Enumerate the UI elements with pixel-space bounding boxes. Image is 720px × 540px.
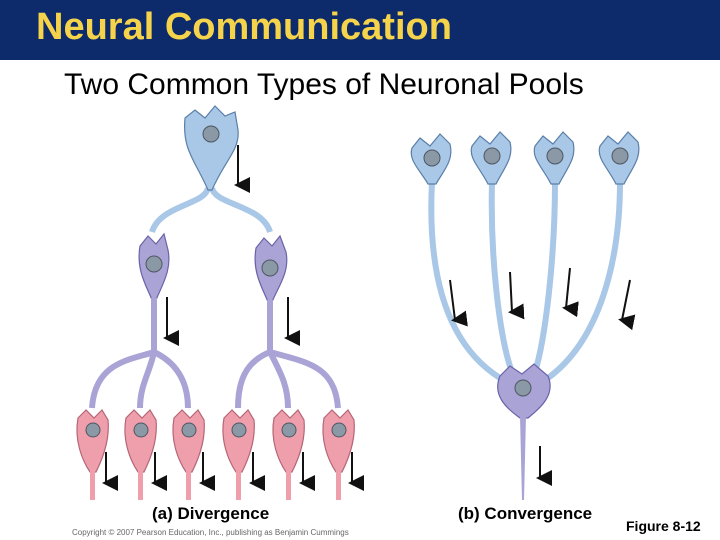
divergence-branch — [235, 349, 272, 409]
convergence-axon — [532, 181, 558, 373]
input-neuron — [470, 131, 512, 185]
convergence-axon — [428, 181, 502, 381]
pink-neuron — [322, 409, 355, 500]
divergence-branch — [89, 349, 155, 409]
divergence-branch — [267, 350, 291, 409]
neuronal-pools-diagram — [76, 105, 640, 500]
pink-neuron — [222, 409, 255, 500]
input-neuron — [598, 131, 640, 185]
convergence-axon — [488, 181, 515, 374]
signal-arrow — [449, 279, 468, 327]
pink-neuron — [172, 409, 205, 500]
divergence-branch — [152, 349, 191, 409]
divergence-label: (a) Divergence — [152, 504, 270, 523]
divergence-axon — [209, 186, 273, 234]
convergence-diagram — [410, 131, 640, 500]
pink-neuron — [124, 409, 157, 500]
divergence-diagram — [76, 105, 364, 500]
divergence-axon — [149, 186, 211, 234]
middle-neuron-right — [254, 234, 288, 353]
middle-neuron-left — [138, 232, 170, 353]
signal-arrow — [562, 267, 579, 318]
convergence-axon — [546, 181, 623, 381]
input-neuron — [410, 133, 452, 185]
input-neuron — [533, 131, 575, 185]
copyright-text: Copyright © 2007 Pearson Education, Inc.… — [72, 528, 349, 537]
figure-number: Figure 8-12 — [626, 518, 701, 534]
title-bar: Neural Communication — [0, 0, 720, 60]
divergence-branch — [269, 349, 341, 409]
convergence-label: (b) Convergence — [458, 504, 593, 523]
signal-arrow — [618, 279, 636, 331]
divergence-branch — [137, 351, 157, 409]
top-neuron — [183, 105, 239, 191]
signal-arrow — [508, 271, 525, 320]
output-neuron — [497, 363, 551, 500]
pink-neuron — [272, 409, 305, 500]
pink-neuron — [76, 409, 109, 500]
slide-subtitle: Two Common Types of Neuronal Pools — [64, 68, 584, 101]
slide-title: Neural Communication — [36, 6, 452, 48]
